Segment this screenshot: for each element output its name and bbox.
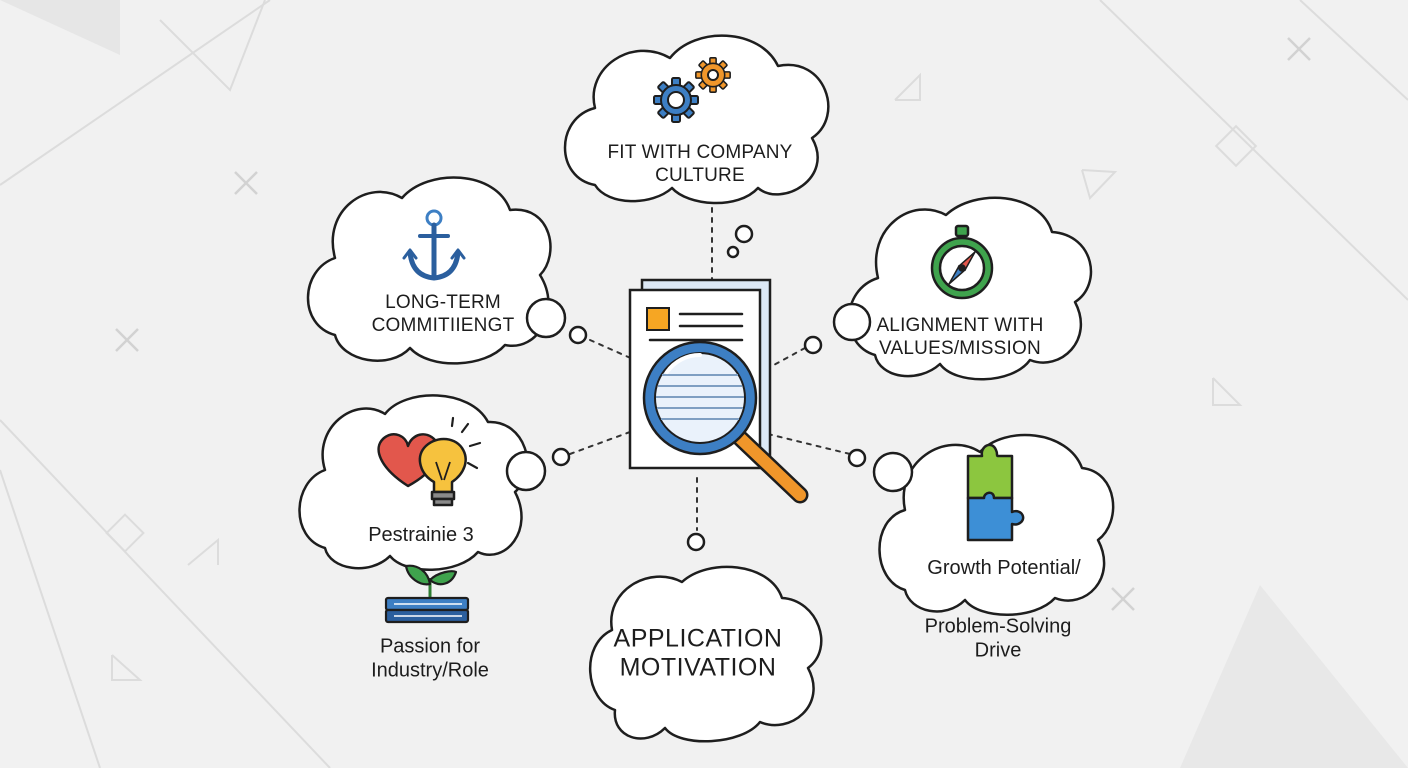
connectors — [569, 207, 851, 531]
book-sprout-icon — [384, 564, 470, 624]
passion-bubble-label-text: Pestrainie 3 — [368, 523, 474, 546]
commitment-label-line-2: COMMITIIENGT — [371, 315, 515, 336]
center-title-line-2: MOTIVATION — [619, 653, 777, 681]
center-title: APPLICATION MOTIVATION — [614, 624, 783, 682]
bubble-growth-dot-small — [847, 448, 867, 468]
bubble-center — [589, 565, 823, 743]
center-title-line-1: APPLICATION — [613, 624, 783, 653]
passion-label-line-2: Industry/Role — [371, 660, 489, 682]
passion-label-line-1: Passion for — [379, 635, 481, 658]
growth-label: Problem-Solving Drive — [925, 615, 1072, 664]
bubble-culture-dot — [734, 224, 754, 244]
bubble-commitment — [306, 176, 552, 365]
gears-icon — [653, 57, 731, 123]
bubble-commitment-dot-small — [568, 325, 588, 345]
bubble-passion-dot — [505, 450, 547, 492]
passion-bubble-label: Pestrainie 3 — [368, 523, 474, 547]
commitment-label: LONG-TERM COMMITIIENGT — [372, 291, 515, 337]
bubble-alignment-dot — [832, 302, 872, 342]
growth-bubble-label-text: Growth Potential/ — [927, 556, 1081, 579]
growth-bubble-label: Growth Potential/ — [927, 556, 1080, 580]
puzzle-icon — [966, 443, 1025, 542]
bubble-passion-dot-small — [551, 447, 571, 467]
compass-icon — [930, 224, 994, 300]
bubble-culture — [563, 34, 830, 205]
bubble-growth-dot — [872, 451, 914, 493]
growth-label-line-2: Drive — [974, 640, 1022, 662]
document-magnifier-icon — [628, 278, 809, 504]
bubble-center-dot — [686, 532, 706, 552]
culture-label-line-1: FIT WITH COMPANY — [607, 141, 793, 163]
bubble-alignment-dot-small — [803, 335, 823, 355]
passion-label: Passion for Industry/Role — [371, 635, 489, 684]
anchor-icon — [402, 209, 466, 281]
commitment-label-line-1: LONG-TERM — [385, 291, 501, 313]
growth-label-line-1: Problem-Solving — [924, 615, 1072, 638]
culture-label: FIT WITH COMPANY CULTURE — [607, 141, 792, 187]
bubble-culture-dot-small — [726, 245, 740, 259]
bubble-commitment-dot — [525, 297, 567, 339]
alignment-label-line-1: ALIGNMENT WITH — [876, 314, 1044, 336]
alignment-label-line-2: VALUES/MISSION — [879, 338, 1041, 359]
heart-lightbulb-icon — [377, 416, 482, 507]
culture-label-line-2: CULTURE — [655, 165, 745, 186]
alignment-label: ALIGNMENT WITH VALUES/MISSION — [876, 314, 1043, 360]
thought-bubbles — [298, 34, 1115, 743]
